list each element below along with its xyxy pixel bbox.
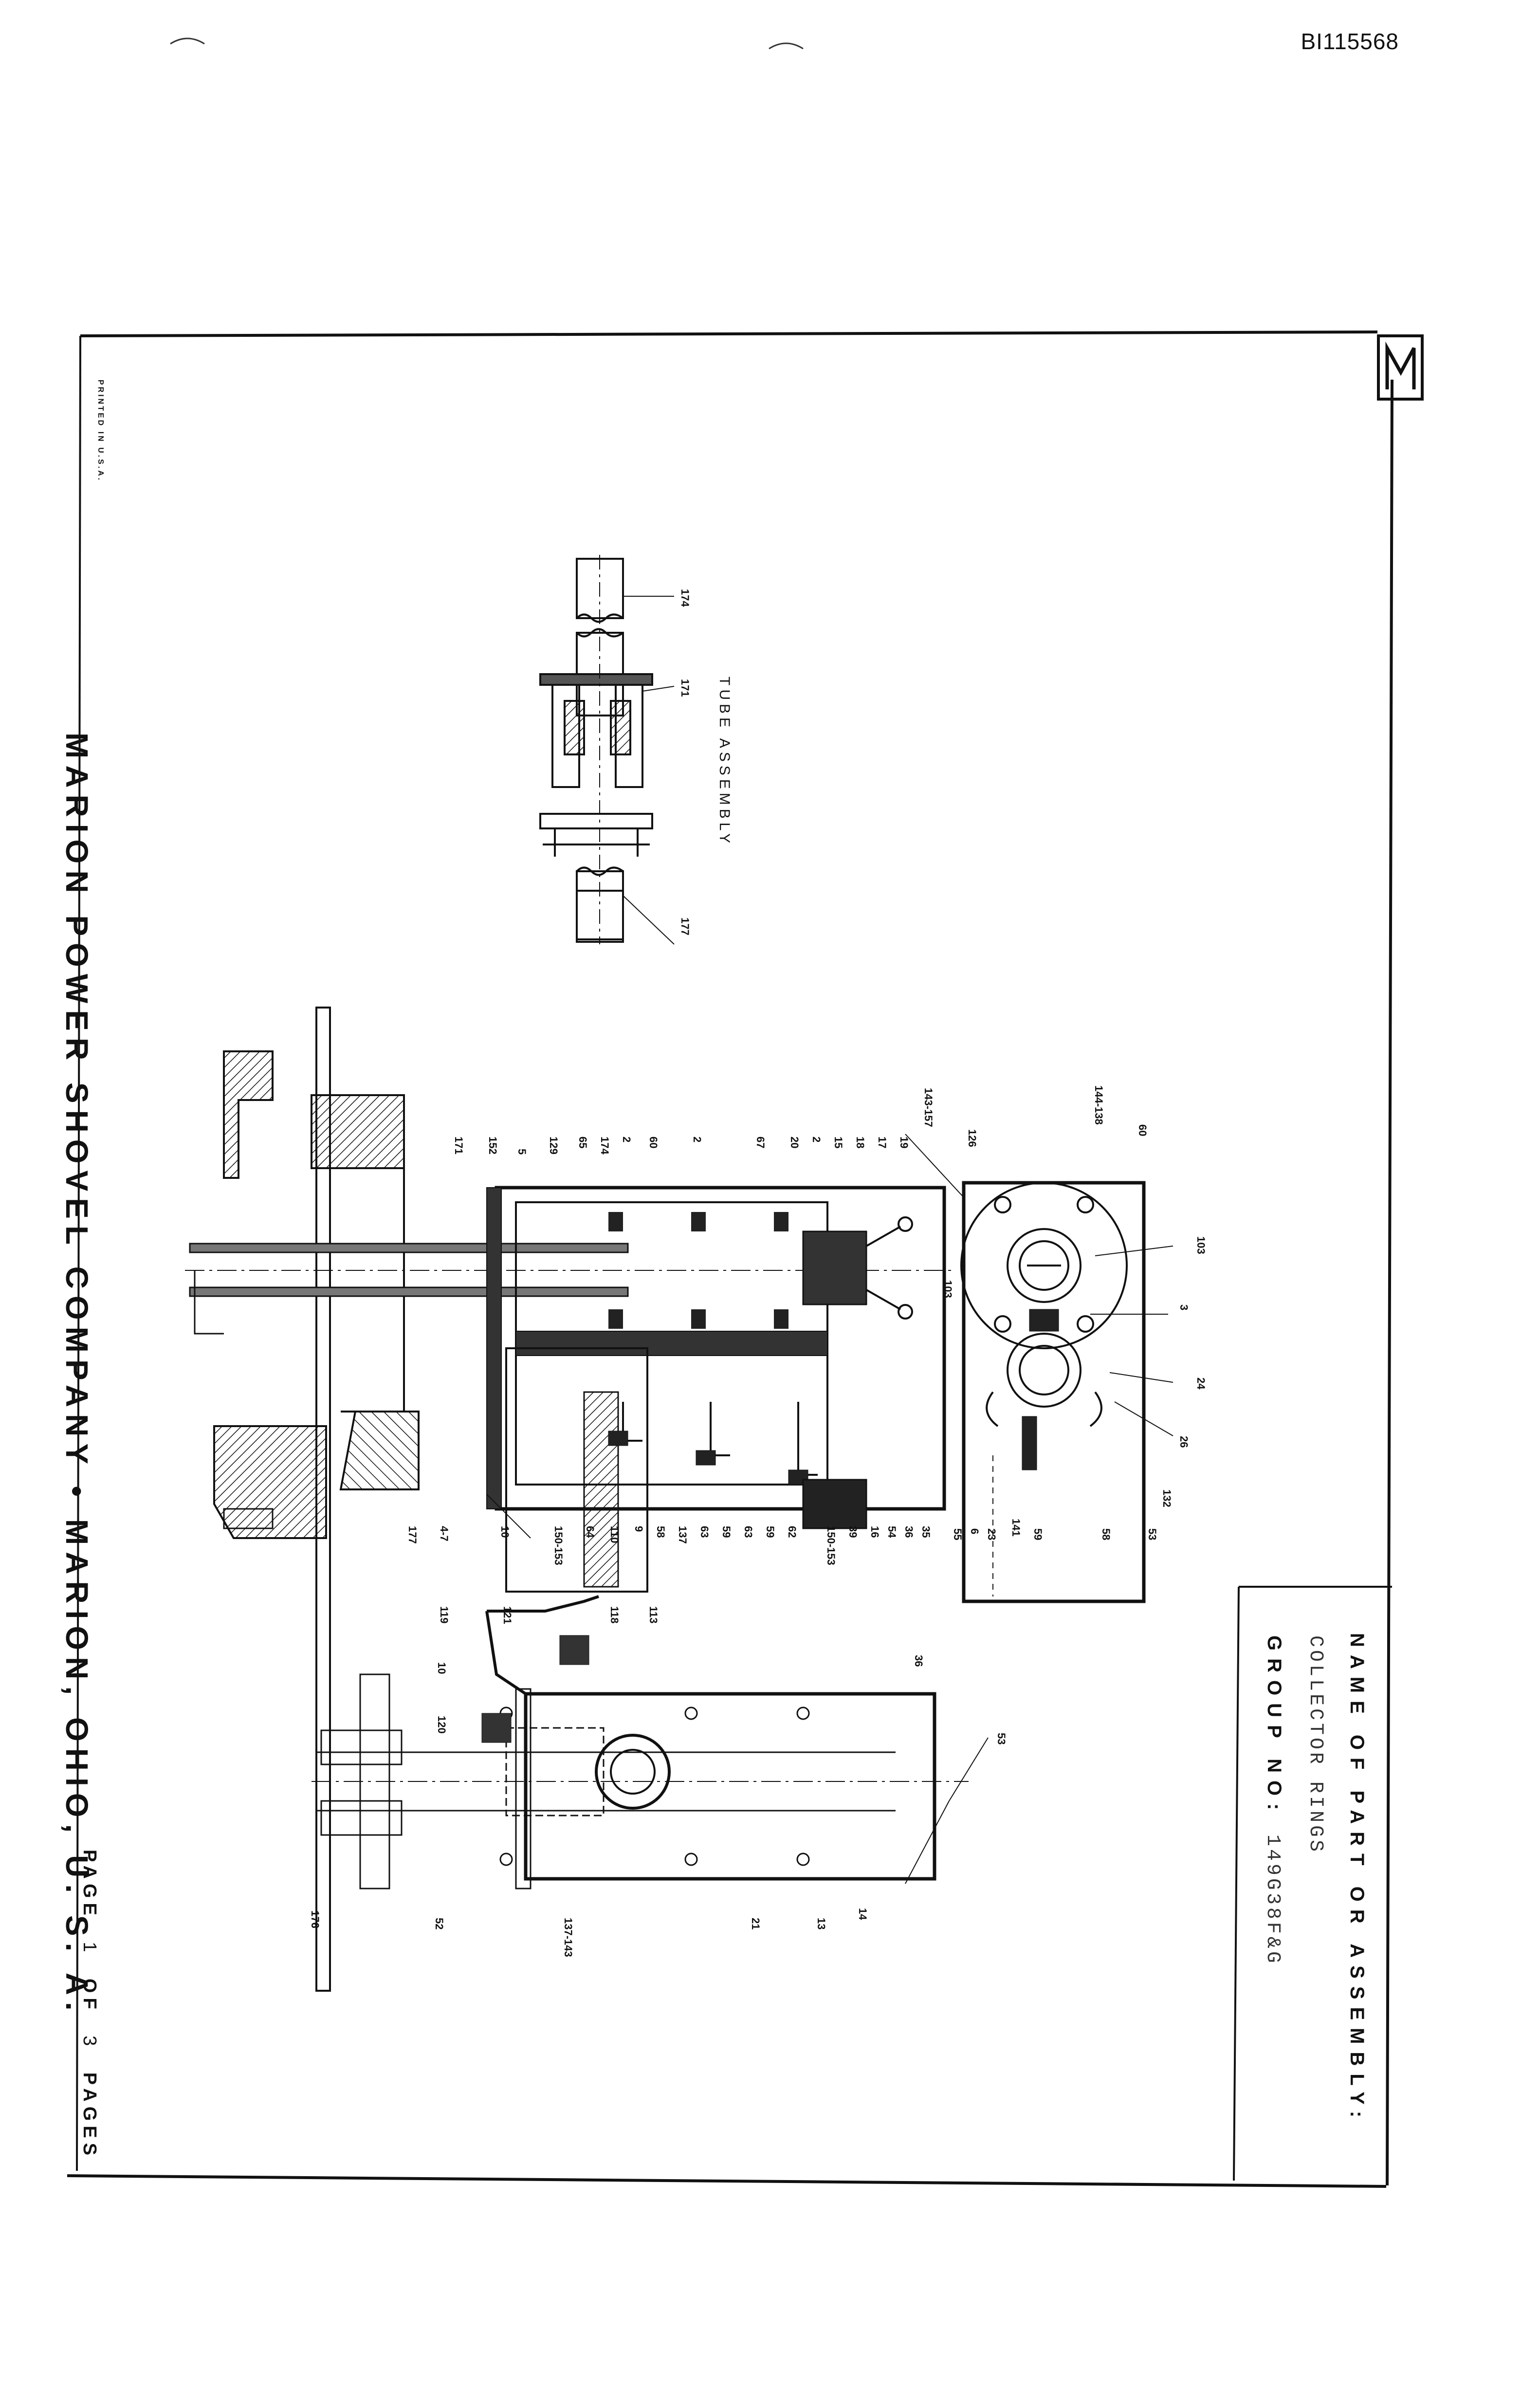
callout: 121 [501, 1606, 513, 1624]
group-line: GROUP NO: 149G38F&G [1262, 1635, 1285, 1966]
name-of-part-value-wrap: COLLECTOR RINGS [1304, 1635, 1326, 1854]
callout: 3 [1178, 1304, 1190, 1311]
callout: 15 [832, 1137, 844, 1149]
callout: 17 [876, 1137, 888, 1149]
callout: 137-143 [562, 1918, 574, 1957]
callout: 36 [913, 1655, 925, 1667]
callout: 144-138 [1093, 1085, 1105, 1125]
callout: 120 [436, 1716, 448, 1734]
callout: 59 [720, 1526, 733, 1538]
callout: 143-157 [922, 1088, 935, 1127]
callout-103-section: 103 [942, 1280, 954, 1298]
callout: 14 [857, 1908, 869, 1920]
callout: 65 [577, 1137, 589, 1149]
callout: 9 [633, 1526, 645, 1532]
callout: 59 [764, 1526, 776, 1538]
callout: 63 [742, 1526, 754, 1538]
printed-in-wrap: PRINTED IN U.S.A. [96, 380, 105, 482]
callout: 19 [898, 1137, 910, 1149]
callout: 174 [599, 1137, 611, 1155]
callout: 20 [788, 1137, 801, 1149]
callout: 110 [608, 1526, 621, 1543]
callout: 126 [966, 1129, 978, 1147]
callout: 55 [952, 1528, 964, 1541]
callout: 64 [584, 1526, 596, 1538]
callout: 18 [854, 1137, 866, 1149]
leader-lines [486, 1134, 1173, 1884]
callout: 39 [847, 1526, 859, 1538]
callout-171-tube: 171 [679, 679, 691, 697]
callout: 6 [969, 1528, 981, 1535]
callout: 2 [691, 1137, 703, 1143]
callout: 10 [499, 1526, 511, 1538]
tube-assembly-label: TUBE ASSEMBLY [716, 677, 733, 847]
callout: 152 [487, 1137, 499, 1155]
callout: 35 [920, 1526, 932, 1538]
callout-177-tube: 177 [679, 917, 691, 936]
page-prefix: PAGE [79, 1850, 100, 1920]
document-id: BI115568 [1301, 29, 1399, 54]
callout: 60 [1137, 1124, 1149, 1137]
callout: 23 [986, 1528, 998, 1541]
page-of: OF [79, 1978, 100, 2014]
tube-assembly-drawing [539, 555, 675, 945]
callout: 5 [516, 1149, 528, 1155]
callout: 113 [647, 1606, 660, 1624]
callout: 58 [655, 1526, 667, 1538]
callout: 21 [750, 1918, 762, 1930]
side-view-drawing [312, 1595, 969, 1890]
callout: 4-7 [438, 1526, 450, 1541]
callout: 16 [869, 1526, 881, 1538]
callout: 141 [1010, 1519, 1022, 1537]
callout: 150-153 [552, 1526, 565, 1565]
callout: 176 [309, 1910, 321, 1928]
company-line: MARION POWER SHOVEL COMPANY • MARION, OH… [59, 733, 94, 2018]
callout: 62 [786, 1526, 798, 1538]
page-number: 1 [79, 1942, 100, 1957]
callout: 26 [1178, 1436, 1190, 1448]
tube-assembly-label-wrap: TUBE ASSEMBLY [716, 677, 733, 847]
group-no-value: 149G38F&G [1262, 1834, 1283, 1966]
callout: 53 [995, 1733, 1008, 1745]
company-line-wrap: MARION POWER SHOVEL COMPANY • MARION, OH… [59, 733, 95, 2018]
callout: 63 [698, 1526, 711, 1538]
title-block-frame [1233, 1586, 1392, 2181]
callout: 53 [1146, 1528, 1158, 1541]
page-suffix: PAGES [79, 2072, 100, 2160]
sheet-frame [67, 330, 1393, 2188]
callout: 171 [453, 1137, 465, 1155]
callout-174-tube: 174 [679, 589, 691, 607]
callout: 60 [647, 1137, 660, 1149]
callout: 2 [810, 1137, 823, 1143]
callout: 24 [1195, 1377, 1207, 1390]
callout: 67 [754, 1137, 767, 1149]
callout: 52 [433, 1918, 445, 1930]
callout: 59 [1032, 1528, 1044, 1541]
printed-in-usa: PRINTED IN U.S.A. [96, 380, 105, 482]
callout: 2 [621, 1137, 633, 1143]
name-of-part-value: COLLECTOR RINGS [1304, 1635, 1326, 1855]
section-view-drawing [185, 1007, 1146, 1992]
callout: 132 [1161, 1489, 1173, 1507]
name-of-part-label: NAME OF PART OR ASSEMBLY: [1346, 1633, 1368, 2126]
marion-logo [1377, 334, 1424, 401]
callout: 13 [815, 1918, 827, 1930]
callout: 10 [436, 1662, 448, 1674]
group-no-label: GROUP NO: [1264, 1635, 1285, 1818]
callout: 129 [548, 1137, 560, 1155]
callout: 36 [903, 1526, 915, 1538]
callout: 54 [886, 1526, 898, 1538]
callout: 119 [438, 1606, 450, 1624]
callout: 150-153 [825, 1526, 837, 1565]
page-total: 3 [79, 2036, 100, 2051]
page-indicator: PAGE 1 OF 3 PAGES [79, 1850, 100, 2160]
callout: 58 [1100, 1528, 1112, 1541]
callout: 177 [406, 1526, 419, 1544]
callout: 137 [677, 1526, 689, 1544]
callout: 103 [1195, 1236, 1207, 1254]
title-block: NAME OF PART OR ASSEMBLY: [1346, 1633, 1368, 2125]
callout: 118 [608, 1606, 621, 1624]
